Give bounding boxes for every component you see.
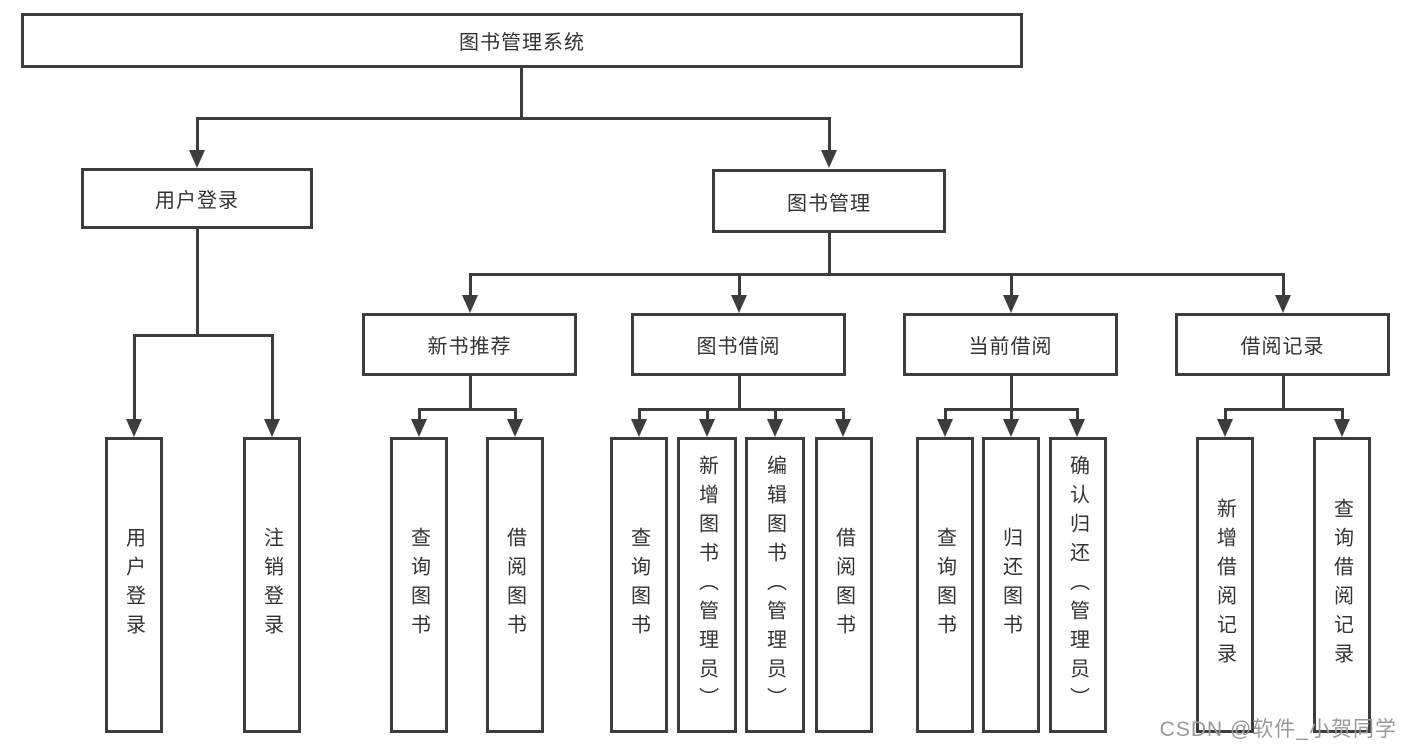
connector-line bbox=[469, 376, 472, 408]
arrow-head bbox=[1275, 295, 1291, 313]
node-logout-leaf: 注销登录 bbox=[243, 437, 301, 733]
node-query-borrow-record: 查询借阅记录 bbox=[1313, 437, 1371, 733]
node-new-book-recommend: 新书推荐 bbox=[362, 313, 577, 376]
node-borrow-books-2: 借阅图书 bbox=[815, 437, 873, 733]
connector-line bbox=[418, 408, 421, 419]
node-query-books-1: 查询图书 bbox=[390, 437, 448, 733]
watermark: CSDN @软件_小贺同学 bbox=[1159, 718, 1397, 741]
connector-line bbox=[271, 334, 274, 419]
node-book-management: 图书管理 bbox=[712, 169, 946, 233]
connector-line bbox=[469, 273, 472, 295]
connector-line bbox=[196, 117, 199, 150]
arrow-head bbox=[189, 150, 205, 168]
arrow-head bbox=[631, 419, 647, 437]
connector-line bbox=[1341, 408, 1344, 419]
connector-line bbox=[196, 229, 199, 334]
node-user-login: 用户登录 bbox=[81, 168, 313, 229]
connector-line bbox=[1010, 273, 1013, 295]
connector-line bbox=[638, 408, 641, 419]
node-confirm-return-admin: 确认归还（管理员） bbox=[1049, 437, 1107, 733]
arrow-head bbox=[411, 419, 427, 437]
arrow-head bbox=[835, 419, 851, 437]
connector-line bbox=[1282, 376, 1285, 408]
arrow-head bbox=[937, 419, 953, 437]
connector-line bbox=[1010, 408, 1013, 419]
connector-line bbox=[828, 233, 831, 273]
node-borrow-records: 借阅记录 bbox=[1175, 313, 1390, 376]
connector-line bbox=[1224, 408, 1227, 419]
arrow-head bbox=[699, 419, 715, 437]
connector-line bbox=[1224, 408, 1344, 411]
connector-line bbox=[944, 408, 947, 419]
connector-line bbox=[738, 376, 741, 408]
arrow-head bbox=[264, 419, 280, 437]
connector-line bbox=[469, 273, 1284, 276]
connector-line bbox=[828, 117, 831, 150]
arrow-head bbox=[1334, 419, 1350, 437]
arrow-head bbox=[1003, 419, 1019, 437]
connector-line bbox=[1010, 376, 1013, 408]
arrow-head bbox=[731, 295, 747, 313]
arrow-head bbox=[1003, 295, 1019, 313]
arrow-head bbox=[507, 419, 523, 437]
connector-line bbox=[133, 334, 136, 419]
connector-line bbox=[774, 408, 777, 419]
arrow-head bbox=[126, 419, 142, 437]
node-book-borrow: 图书借阅 bbox=[631, 313, 846, 376]
node-query-books-2: 查询图书 bbox=[610, 437, 668, 733]
node-borrow-books-1: 借阅图书 bbox=[486, 437, 544, 733]
connector-line bbox=[133, 334, 274, 337]
node-user-login-leaf: 用户登录 bbox=[105, 437, 163, 733]
connector-line bbox=[1282, 273, 1285, 295]
connector-line bbox=[418, 408, 517, 411]
node-add-book-admin: 新增图书（管理员） bbox=[677, 437, 737, 733]
connector-line bbox=[514, 408, 517, 419]
arrow-head bbox=[462, 295, 478, 313]
connector-line bbox=[738, 273, 741, 295]
connector-line bbox=[842, 408, 845, 419]
arrow-head bbox=[1069, 419, 1085, 437]
connector-line bbox=[706, 408, 709, 419]
arrow-head bbox=[1217, 419, 1233, 437]
node-edit-book-admin: 编辑图书（管理员） bbox=[745, 437, 805, 733]
arrow-head bbox=[767, 419, 783, 437]
connector-line bbox=[520, 68, 523, 117]
connector-line bbox=[1076, 408, 1079, 419]
connector-line bbox=[638, 408, 845, 411]
node-library-system: 图书管理系统 bbox=[21, 13, 1023, 68]
node-add-borrow-record: 新增借阅记录 bbox=[1196, 437, 1254, 733]
node-current-borrow: 当前借阅 bbox=[903, 313, 1118, 376]
node-return-book: 归还图书 bbox=[982, 437, 1040, 733]
arrow-head bbox=[821, 150, 837, 168]
connector-line bbox=[196, 117, 831, 120]
node-query-books-3: 查询图书 bbox=[916, 437, 974, 733]
